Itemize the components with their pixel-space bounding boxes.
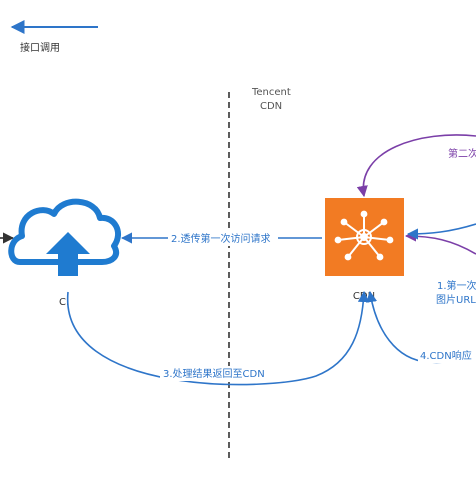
legend-label: 接口调用 — [20, 41, 60, 54]
edge-return-result: 3.处理结果返回至CDN — [67, 290, 370, 386]
edge-second-visit-label: 第二次 — [448, 147, 476, 160]
zone-title-line2: CDN — [260, 101, 282, 112]
cloud-upload-icon — [8, 198, 121, 276]
zone-title-line1: Tencent — [251, 87, 291, 98]
edge-cdn-response-label: 4.CDN响应 — [420, 349, 472, 362]
edge-passthrough-label: 2.透传第一次访问请求 — [171, 232, 271, 245]
ci-label: CI — [59, 297, 69, 308]
edge-first-visit-label-line1: 1.第一次 — [437, 279, 476, 292]
cdn-node: CDN — [325, 198, 404, 302]
ci-node: CI — [8, 198, 121, 308]
cdn-hub-icon — [334, 210, 394, 261]
legend: 接口调用 — [10, 20, 98, 54]
edge-first-visit-label-line2: 图片URL — [436, 293, 476, 306]
edge-return-result-label: 3.处理结果返回至CDN — [163, 367, 265, 380]
edge-cdn-response: 4.CDN响应 — [366, 290, 476, 364]
edge-first-visit: 1.第一次 图片URL — [406, 223, 476, 306]
edge-passthrough: 2.透传第一次访问请求 — [120, 230, 322, 246]
